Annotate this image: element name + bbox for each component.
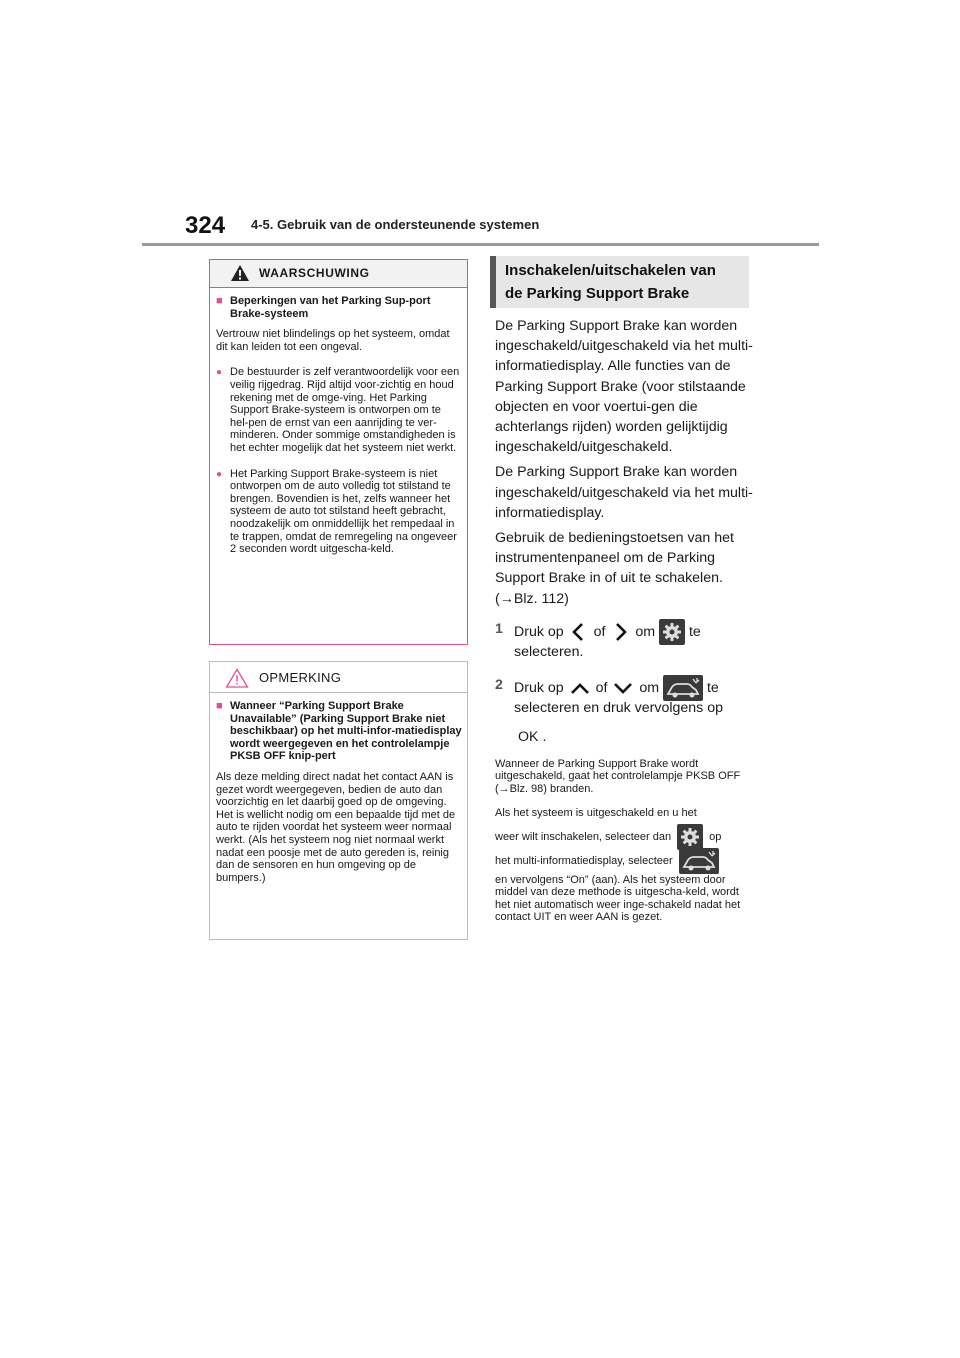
chevron-left-icon — [571, 623, 583, 641]
note-text-part: weer wilt inschakelen, selecteer dan — [495, 830, 672, 843]
vehicle-settings-icon — [678, 848, 719, 874]
note-text-part: het multi-informatiedisplay, selecteer — [495, 854, 673, 867]
gear-icon — [677, 824, 704, 850]
caution-outline-icon — [225, 668, 249, 688]
right-heading: Inschakelen/uitschakelen van de Parking … — [490, 256, 749, 308]
note-body-text: Als deze melding direct nadat het contac… — [216, 770, 456, 884]
note-box: OPMERKING ■ Wanneer “Parking Support Bra… — [209, 661, 468, 940]
section-title: 4-5. Gebruik van de ondersteunende syste… — [251, 217, 540, 232]
step-text: Druk op of om te — [514, 619, 701, 645]
step-text-line2: selecteren. — [514, 644, 584, 660]
warning-heading: ■ Beperkingen van het Parking Sup-port B… — [216, 295, 462, 320]
warning-label: WAARSCHUWING — [259, 266, 370, 280]
header-rule — [142, 243, 819, 246]
step-text-part: om — [635, 623, 656, 640]
square-bullet-icon: ■ — [216, 295, 223, 307]
warning-intro: Vertrouw niet blindelings op het systeem… — [216, 328, 450, 353]
warning-bullet-text: De bestuurder is zelf verantwoordelijk v… — [230, 366, 460, 454]
note-heading: ■ Wanneer “Parking Support Brake Unavail… — [216, 700, 462, 763]
step-number: 2 — [495, 677, 503, 693]
note-text-part: op — [709, 830, 722, 843]
vehicle-settings-icon — [663, 675, 704, 701]
warning-box: WAARSCHUWING ■ Beperkingen van het Parki… — [209, 259, 468, 645]
chevron-up-icon — [570, 683, 589, 694]
right-heading-line1: Inschakelen/uitschakelen van — [505, 262, 716, 279]
warning-triangle-icon — [231, 265, 249, 281]
note-line: Als het systeem is uitgeschakeld en u he… — [495, 807, 697, 819]
page-number: 324 — [185, 212, 226, 239]
paragraph: De Parking Support Brake kan worden inge… — [495, 318, 753, 456]
chevron-right-icon — [616, 623, 628, 641]
step-text-part: te — [688, 623, 701, 640]
warning-heading-text: Beperkingen van het Parking Sup-port Bra… — [230, 295, 431, 320]
step-text-part: te — [706, 679, 719, 696]
note-paragraph: Wanneer de Parking Support Brake wordt u… — [495, 758, 741, 795]
step-text: Druk op of om te — [514, 675, 719, 701]
paragraph: De Parking Support Brake kan worden inge… — [495, 464, 753, 521]
note-heading-text: Wanneer “Parking Support Brake Unavailab… — [230, 700, 462, 763]
warning-bullet: ● Het Parking Support Brake-systeem is n… — [216, 468, 462, 556]
square-bullet-icon: ■ — [216, 700, 223, 712]
step-text-part: Druk op — [514, 623, 564, 640]
note-paragraph: en vervolgens “On” (aan). Als het systee… — [495, 874, 741, 924]
step-text-line2: selecteren en druk vervolgens op — [514, 700, 723, 716]
note-header: OPMERKING — [210, 662, 467, 693]
circle-bullet-icon: ● — [216, 367, 223, 379]
right-body: De Parking Support Brake kan worden inge… — [495, 316, 765, 614]
warning-bullet-text: Het Parking Support Brake-systeem is nie… — [230, 467, 457, 556]
step-text-part: om — [639, 679, 660, 696]
step-number: 1 — [495, 621, 503, 637]
note-label: OPMERKING — [259, 670, 342, 685]
warning-bullet: ● De bestuurder is zelf verantwoordelijk… — [216, 366, 462, 454]
step-text-part: of — [593, 623, 606, 640]
gear-icon — [659, 619, 686, 645]
ok-button-ref: OK . — [518, 729, 547, 745]
note-line: het multi-informatiedisplay, selecteer — [495, 848, 755, 874]
step-text-part: of — [595, 679, 608, 696]
note-line: weer wilt inschakelen, selecteer dan op — [495, 824, 755, 850]
chevron-down-icon — [614, 683, 633, 694]
page-reference: (→Blz. 112) — [495, 590, 569, 607]
paragraph: Gebruik de bedieningstoetsen van het ins… — [495, 530, 734, 587]
right-heading-line2: de Parking Support Brake — [505, 285, 690, 302]
step-text-part: Druk op — [514, 679, 564, 696]
warning-header: WAARSCHUWING — [210, 260, 467, 288]
circle-bullet-icon: ● — [216, 468, 223, 480]
